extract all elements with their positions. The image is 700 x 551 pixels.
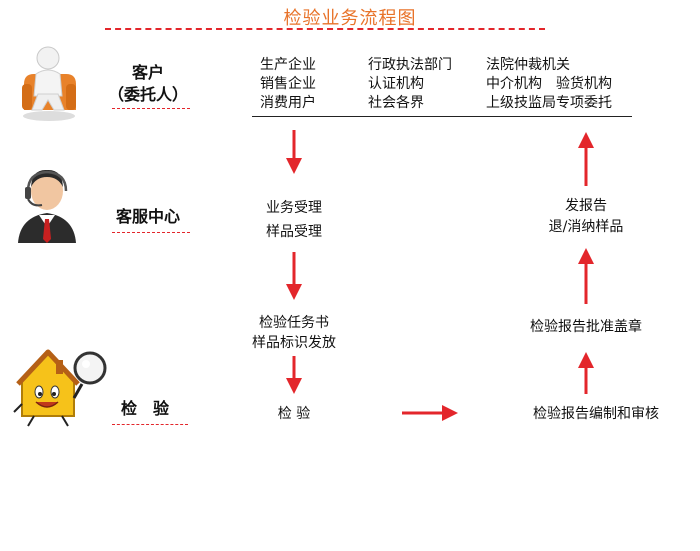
service-agent-icon bbox=[18, 169, 76, 243]
title-underline bbox=[105, 28, 545, 30]
client-type: 上级技监局专项委托 bbox=[486, 95, 612, 111]
step-task-order: 检验任务书 bbox=[259, 315, 329, 331]
step-inspection: 检 验 bbox=[277, 406, 311, 422]
client-type: 销售企业 bbox=[260, 76, 316, 92]
step-task-issue: 检验任务书 样品标识发放 bbox=[224, 313, 364, 353]
client-type: 社会各界 bbox=[368, 95, 424, 111]
step-sample-tag: 样品标识发放 bbox=[252, 335, 336, 351]
client-type: 中介机构 验货机构 bbox=[486, 76, 612, 92]
role-service-underline bbox=[112, 232, 190, 233]
step-report-approval: 检验报告批准盖章 bbox=[530, 319, 642, 335]
step-acceptance: 业务受理 样品受理 bbox=[224, 196, 364, 244]
diagram-title: 检验业务流程图 bbox=[283, 8, 417, 29]
arrow-down-client-to-acceptance bbox=[286, 130, 302, 174]
client-type: 消费用户 bbox=[260, 95, 316, 111]
role-inspection-label: 检 验 bbox=[120, 399, 169, 418]
client-type: 生产企业 bbox=[260, 57, 316, 73]
client-column-2: 行政执法部门 认证机构 社会各界 bbox=[368, 56, 452, 113]
step-acceptance-sample: 样品受理 bbox=[266, 224, 322, 240]
client-types-baseline bbox=[252, 116, 632, 117]
role-service-label: 客服中心 bbox=[115, 207, 180, 226]
client-column-1: 生产企业 销售企业 消费用户 bbox=[260, 56, 316, 113]
arrow-down-acceptance-to-task bbox=[286, 252, 302, 300]
role-client-subtitle: （委托人） bbox=[107, 85, 188, 104]
client-person-icon bbox=[22, 46, 76, 121]
arrow-right-inspection-to-compile bbox=[402, 405, 458, 421]
client-column-3: 法院仲裁机关 中介机构 验货机构 上级技监局专项委托 bbox=[486, 56, 612, 113]
step-report-send: 发报告 bbox=[565, 198, 607, 214]
arrow-down-task-to-inspection bbox=[286, 356, 302, 394]
role-client-label: 客户 （委托人） bbox=[100, 62, 196, 106]
step-acceptance-business: 业务受理 bbox=[266, 200, 322, 216]
step-report-compile: 检验报告编制和审核 bbox=[533, 406, 659, 422]
inspection-mascot-icon bbox=[13, 349, 107, 427]
role-client-underline bbox=[112, 108, 190, 109]
role-client-name: 客户 bbox=[131, 63, 164, 82]
arrow-up-issue-to-client bbox=[578, 132, 594, 186]
client-type: 法院仲裁机关 bbox=[486, 57, 570, 73]
client-type: 认证机构 bbox=[368, 76, 424, 92]
arrow-up-compile-to-approval bbox=[578, 352, 594, 394]
step-sample-return: 退/消纳样品 bbox=[548, 219, 624, 235]
role-inspection-underline bbox=[112, 424, 188, 425]
step-report-issue: 发报告 退/消纳样品 bbox=[506, 196, 666, 238]
arrow-up-approval-to-issue bbox=[578, 248, 594, 304]
client-type: 行政执法部门 bbox=[368, 57, 452, 73]
